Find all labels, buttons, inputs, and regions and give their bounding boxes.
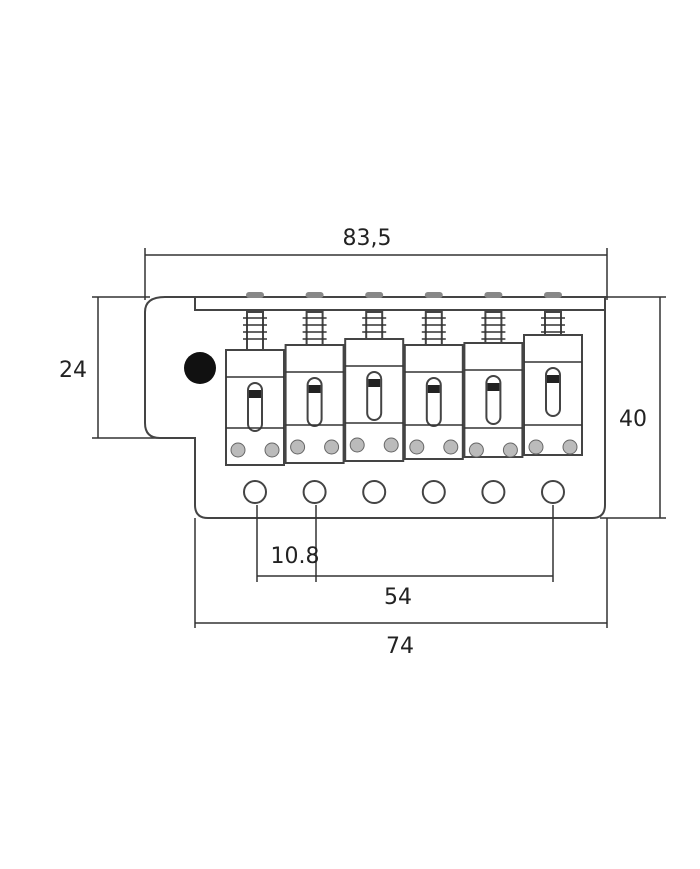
- dimension-outer-string-span: 54: [316, 575, 553, 610]
- string-hole: [541, 480, 565, 504]
- height-screw: [383, 437, 399, 453]
- saddle-string-groove: [308, 385, 321, 393]
- top-bar: [194, 296, 606, 311]
- height-screw: [349, 437, 365, 453]
- saddle-string-groove: [368, 379, 381, 387]
- screw-head: [305, 292, 324, 298]
- height-screw: [502, 442, 518, 458]
- mount-hole: [184, 352, 216, 384]
- dimension-label-string-spacing: 10.8: [271, 544, 320, 569]
- saddle-string-groove: [249, 390, 261, 398]
- dimension-label-step-height: 24: [59, 358, 87, 383]
- height-screw: [468, 442, 484, 458]
- string-hole: [421, 480, 446, 504]
- height-screw: [562, 439, 578, 455]
- screw-head: [484, 292, 503, 298]
- height-screw: [443, 439, 459, 455]
- intonation-spring: [424, 311, 443, 346]
- dimension-label-overall-height: 40: [619, 407, 647, 432]
- dimension-plate-width: 74: [194, 518, 608, 659]
- screw-head: [544, 292, 562, 298]
- dimension-step-height: 24: [59, 296, 195, 439]
- height-screw: [290, 439, 306, 455]
- dimension-overall-width: 83,5: [144, 226, 608, 300]
- dimension-overall-height: 40: [600, 296, 666, 519]
- intonation-spring: [305, 311, 324, 346]
- saddle-string-groove: [427, 385, 440, 393]
- saddles: [225, 292, 583, 504]
- saddle-string-groove: [487, 383, 500, 391]
- height-screw: [230, 442, 246, 458]
- height-screw: [528, 439, 544, 455]
- height-screw: [409, 439, 425, 455]
- dimension-label-plate-width: 74: [386, 634, 414, 659]
- dimension-label-outer-string-span: 54: [384, 585, 412, 610]
- screw-head: [365, 292, 384, 298]
- dimension-label-overall-width: 83,5: [343, 226, 392, 251]
- screw-head: [246, 292, 264, 298]
- height-screw: [264, 442, 280, 458]
- height-screw: [324, 439, 340, 455]
- dimension-string-spacing: 10.8: [256, 505, 554, 582]
- string-hole: [481, 480, 506, 504]
- string-hole: [243, 480, 267, 504]
- string-hole: [302, 480, 327, 504]
- string-hole: [362, 480, 387, 504]
- saddle-string-groove: [547, 375, 559, 383]
- screw-head: [424, 292, 443, 298]
